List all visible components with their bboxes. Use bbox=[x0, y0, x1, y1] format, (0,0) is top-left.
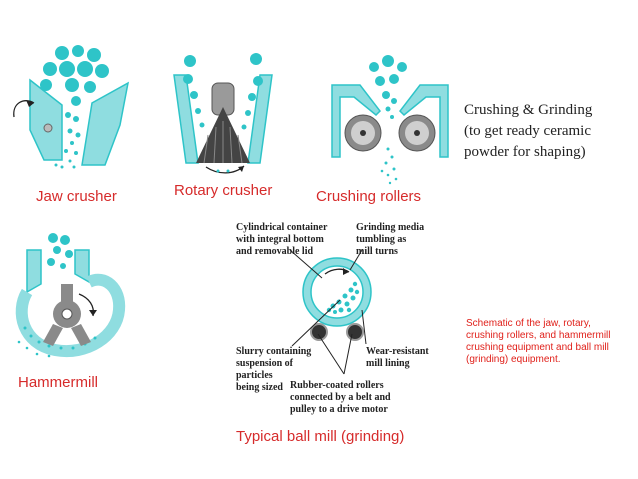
annotation-grinding-media: Grinding media tumbling as mill turns bbox=[356, 222, 425, 257]
figure-caption: Schematic of the jaw, rotary, crushing r… bbox=[466, 318, 611, 365]
crushing-rollers-diagram bbox=[331, 55, 449, 185]
jaw-crusher-diagram bbox=[13, 45, 130, 169]
annotation-slurry: Slurry containing suspension of particle… bbox=[236, 346, 312, 393]
ball-mill-leader-lines bbox=[289, 249, 367, 375]
crushing-rollers-label: Crushing rollers bbox=[316, 188, 422, 205]
rotary-crusher-label: Rotary crusher bbox=[174, 182, 273, 199]
ball-mill-diagram bbox=[302, 257, 372, 341]
hammermill-diagram bbox=[15, 233, 126, 358]
annotation-container: Cylindrical container with integral bott… bbox=[236, 222, 328, 257]
annotation-mill-lining: Wear-resistant mill lining bbox=[366, 346, 429, 369]
hammermill-label: Hammermill bbox=[18, 374, 98, 391]
ball-mill-label: Typical ball mill (grinding) bbox=[236, 428, 405, 445]
rotary-crusher-diagram bbox=[173, 53, 273, 174]
jaw-crusher-label: Jaw crusher bbox=[36, 188, 117, 205]
annotation-rollers: Rubber-coated rollers connected by a bel… bbox=[290, 380, 391, 415]
section-title: Crushing & Grinding (to get ready cerami… bbox=[464, 102, 593, 160]
